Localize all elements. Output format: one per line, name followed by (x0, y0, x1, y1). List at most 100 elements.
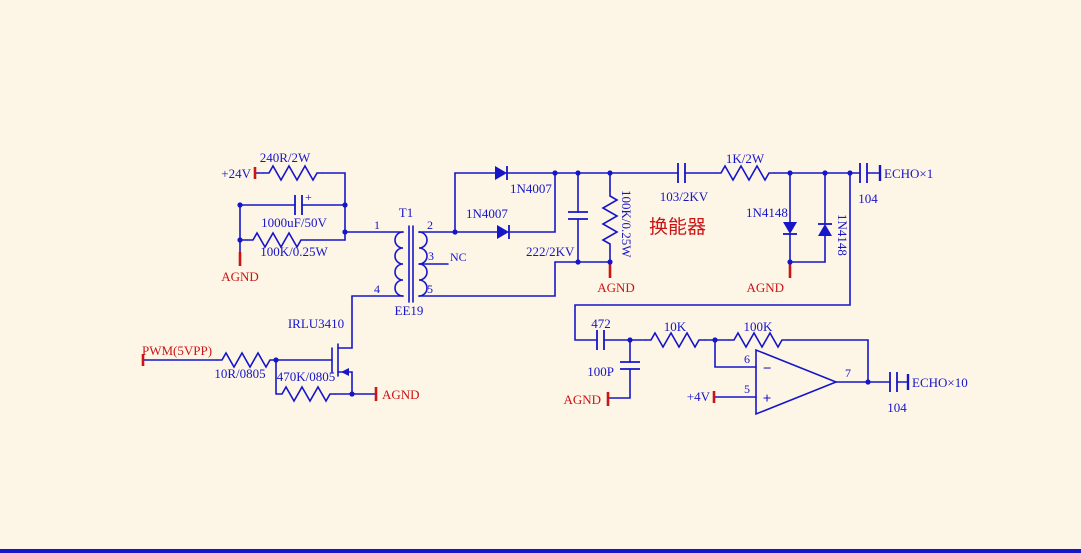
resistor-1k-label: 1K/2W (726, 151, 765, 166)
capacitor-104-echo10-symbol (889, 371, 898, 393)
bottom-border (0, 549, 1081, 553)
junction-dot (627, 337, 633, 343)
junction-dot (552, 170, 558, 176)
opamp-pin5-label: 5 (744, 382, 750, 396)
transformer-pin1-label: 1 (374, 218, 380, 232)
junction-dot (575, 259, 581, 265)
pwm-port-label: PWM(5VPP) (142, 343, 212, 358)
wire (607, 368, 631, 399)
junction-dots (237, 170, 871, 397)
junction-dot (787, 259, 793, 265)
resistor-100k-load-symbol (602, 189, 618, 251)
diode-1n4148-right-label: 1N4148 (835, 214, 850, 256)
wire (337, 295, 353, 349)
agnd-label: AGND (221, 269, 259, 284)
agnd-label: AGND (746, 280, 784, 295)
wires (142, 172, 909, 399)
wire (714, 339, 757, 368)
mosfet-source-arrow (341, 368, 349, 376)
opamp-minus-sign: − (763, 361, 772, 377)
resistor-10r-label: 10R/0805 (214, 366, 265, 381)
junction-dot (607, 259, 613, 265)
capacitor-103-symbol (677, 162, 686, 184)
agnd-label: AGND (597, 280, 635, 295)
junction-dot (237, 202, 243, 208)
resistor-240r-symbol (262, 165, 324, 181)
transformer-primary-coil (394, 231, 404, 297)
opamp-triangle (755, 348, 839, 416)
junction-dot (342, 229, 348, 235)
resistor-100k-fb-label: 100K (744, 319, 774, 334)
transformer-pin4-label: 4 (374, 282, 380, 296)
transformer-pin2-label: 2 (427, 218, 433, 232)
wire (574, 172, 851, 341)
junction-dot (607, 170, 613, 176)
junction-dot (452, 229, 458, 235)
junction-dot (237, 237, 243, 243)
opamp-pin7-label: 7 (845, 366, 851, 380)
resistor-100k-load-label: 100K/0.25W (619, 190, 634, 258)
resistor-10k-symbol (644, 332, 706, 348)
opamp-symbol: − + (755, 348, 839, 416)
opamp-pin6-label: 6 (744, 352, 750, 366)
echo1-port-label: ECHO×1 (884, 166, 933, 181)
agnd-label: AGND (382, 387, 420, 402)
wire (508, 172, 556, 233)
transducer-label: 换能器 (649, 216, 706, 238)
capacitor-1000uf-symbol (294, 194, 303, 216)
power-port-label: +24V (221, 166, 251, 181)
transformer-secondary-coil (418, 231, 428, 297)
resistor-240r-label: 240R/2W (260, 150, 311, 165)
echo10-port-label: ECHO×10 (912, 375, 968, 390)
transformer-core-label: EE19 (395, 303, 424, 318)
diode-1n4007-top-symbol (494, 165, 508, 181)
capacitor-polarity-mark: + (305, 190, 312, 204)
resistor-100k-bleed-label: 100K/0.25W (260, 244, 328, 259)
capacitor-1000uf-label: 1000uF/50V (261, 215, 327, 230)
junction-dot (342, 202, 348, 208)
wire (322, 172, 346, 241)
capacitor-472-symbol (596, 329, 605, 351)
resistor-10r-symbol (215, 352, 277, 368)
diode-1n4007-top-label: 1N4007 (510, 181, 552, 196)
diode-1n4007-bottom-symbol (496, 224, 510, 240)
capacitor-472-label: 472 (591, 316, 611, 331)
junction-dot (273, 357, 279, 363)
capacitor-222-symbol (567, 211, 589, 220)
junction-dot (865, 379, 871, 385)
mosfet-symbol (331, 343, 349, 377)
junction-dot (575, 170, 581, 176)
transformer-ref-label: T1 (399, 205, 413, 220)
capacitor-104-echo1-label: 104 (858, 191, 878, 206)
capacitor-222-label: 222/2KV (526, 244, 575, 259)
transformer-pin3-label: 3 (428, 249, 434, 263)
junction-dot (822, 170, 828, 176)
wire (787, 339, 869, 383)
mosfet-label: IRLU3410 (288, 316, 344, 331)
transformer-nc-label: NC (450, 250, 467, 264)
capacitor-100p-label: 100P (587, 364, 614, 379)
agnd-label: AGND (563, 392, 601, 407)
junction-dot (787, 170, 793, 176)
resistor-10k-label: 10K (664, 319, 687, 334)
opamp-plus-sign: + (763, 391, 772, 407)
resistor-470k-symbol (275, 386, 337, 402)
resistor-100k-fb-symbol (727, 332, 789, 348)
junction-dot (712, 337, 718, 343)
capacitor-104-echo1-symbol (859, 162, 868, 184)
diode-1n4007-bottom-label: 1N4007 (466, 206, 508, 221)
bias-port-label: +4V (687, 389, 711, 404)
resistor-470k-label: 470K/0805 (277, 369, 336, 384)
wire (337, 371, 353, 395)
junction-dot (349, 391, 355, 397)
diode-1n4148-left-symbol (782, 221, 798, 235)
capacitor-103-label: 103/2KV (660, 189, 709, 204)
capacitor-100p-symbol (619, 361, 641, 370)
wire (418, 261, 556, 297)
resistor-1k-symbol (714, 165, 776, 181)
diode-1n4148-left-label: 1N4148 (746, 205, 788, 220)
junction-dot (847, 170, 853, 176)
transformer-pin5-label: 5 (427, 282, 433, 296)
